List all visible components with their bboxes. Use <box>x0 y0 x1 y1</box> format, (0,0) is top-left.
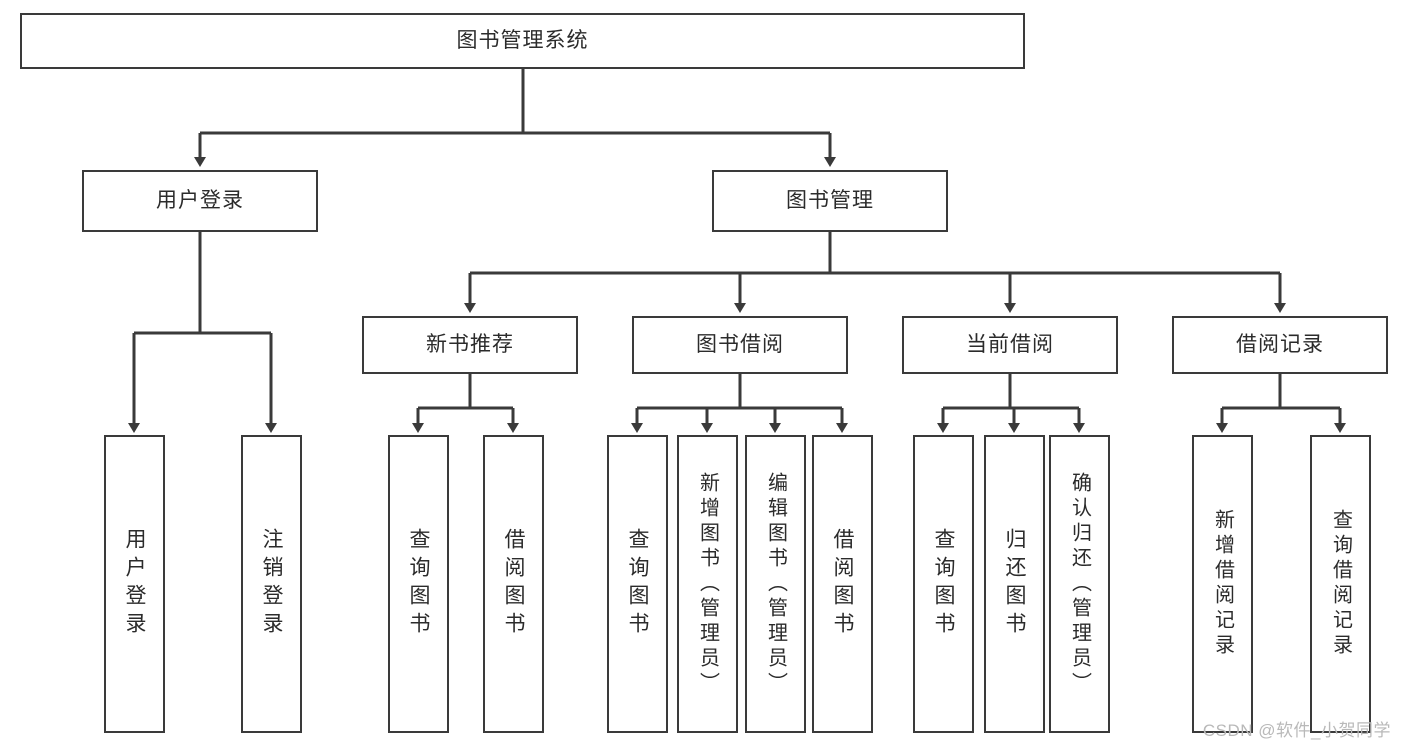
leaf-borrow-borrow-book[interactable]: 借阅图书 <box>812 435 873 733</box>
leaf-record-query-record[interactable]: 查询借阅记录 <box>1310 435 1371 733</box>
node-label: 借阅记录 <box>1236 333 1324 357</box>
leaf-user-login-login[interactable]: 用户登录 <box>104 435 165 733</box>
leaf-borrow-query-book[interactable]: 查询图书 <box>607 435 668 733</box>
node-label: 借阅图书 <box>502 528 525 640</box>
node-label: 注销登录 <box>260 528 283 640</box>
leaf-current-query-book[interactable]: 查询图书 <box>913 435 974 733</box>
node-book-borrow[interactable]: 图书借阅 <box>632 316 848 374</box>
node-label: 查询图书 <box>626 528 649 640</box>
leaf-borrow-add-book-admin[interactable]: 新增图书（管理员） <box>677 435 738 733</box>
leaf-record-add-record[interactable]: 新增借阅记录 <box>1192 435 1253 733</box>
leaf-borrow-edit-book-admin[interactable]: 编辑图书（管理员） <box>745 435 806 733</box>
node-label: 归还图书 <box>1003 528 1026 640</box>
node-label: 查询图书 <box>407 528 430 640</box>
leaf-recommend-borrow-book[interactable]: 借阅图书 <box>483 435 544 733</box>
node-label: 确认归还（管理员） <box>1068 471 1091 697</box>
node-label: 查询图书 <box>932 528 955 640</box>
leaf-recommend-query-book[interactable]: 查询图书 <box>388 435 449 733</box>
leaf-user-login-logout[interactable]: 注销登录 <box>241 435 302 733</box>
node-label: 新书推荐 <box>426 333 514 357</box>
node-label: 图书管理系统 <box>456 29 589 53</box>
node-label: 编辑图书（管理员） <box>764 471 787 697</box>
node-label: 图书借阅 <box>696 333 784 357</box>
node-new-book-recommend[interactable]: 新书推荐 <box>362 316 578 374</box>
node-label: 新增借阅记录 <box>1211 509 1234 659</box>
node-root-system[interactable]: 图书管理系统 <box>20 13 1025 69</box>
node-label: 用户登录 <box>156 189 244 213</box>
node-label: 借阅图书 <box>831 528 854 640</box>
node-user-login[interactable]: 用户登录 <box>82 170 318 232</box>
node-label: 图书管理 <box>786 189 874 213</box>
leaf-current-return-book[interactable]: 归还图书 <box>984 435 1045 733</box>
node-label: 新增图书（管理员） <box>696 471 719 697</box>
node-current-borrow[interactable]: 当前借阅 <box>902 316 1118 374</box>
node-label: 查询借阅记录 <box>1329 509 1352 659</box>
node-label: 用户登录 <box>123 528 146 640</box>
node-borrow-record[interactable]: 借阅记录 <box>1172 316 1388 374</box>
node-label: 当前借阅 <box>966 333 1054 357</box>
node-book-management[interactable]: 图书管理 <box>712 170 948 232</box>
leaf-current-confirm-return-admin[interactable]: 确认归还（管理员） <box>1049 435 1110 733</box>
